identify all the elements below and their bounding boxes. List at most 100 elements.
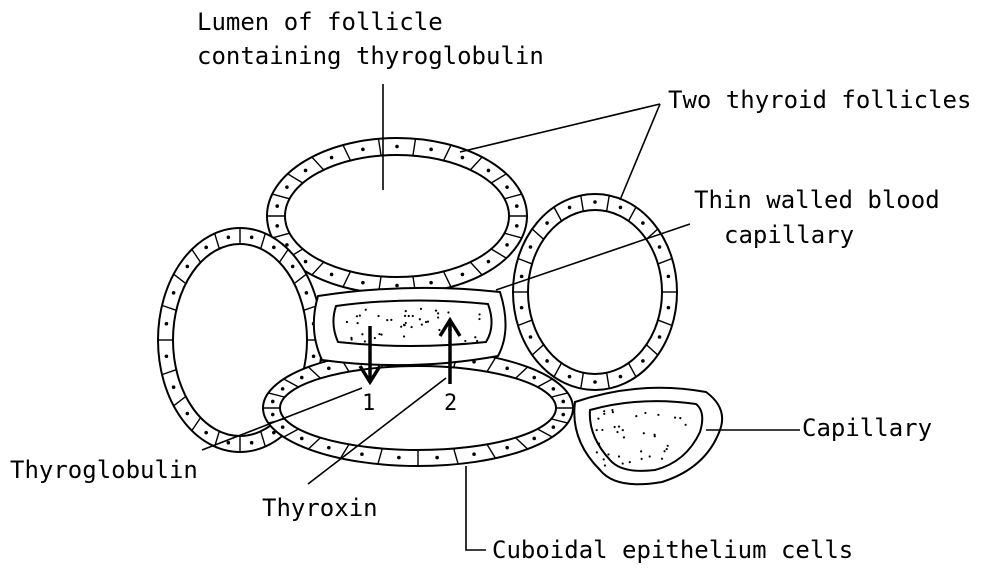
follicle-top	[267, 138, 527, 294]
blood-stipple	[405, 310, 407, 312]
blood-stipple	[359, 315, 361, 317]
cell-nucleus	[186, 412, 190, 416]
cell-nucleus	[561, 413, 565, 417]
cell-nucleus	[165, 354, 169, 358]
blood-stipple	[640, 450, 642, 452]
blood-stipple	[596, 451, 598, 453]
blood-stipple	[607, 453, 609, 455]
label-thin-capillary-line1: Thin walled blood	[694, 186, 940, 214]
leader-cuboidal	[466, 466, 486, 550]
cell-nucleus	[545, 359, 549, 363]
blood-stipple	[420, 308, 422, 310]
cell-nucleus	[515, 224, 519, 228]
label-thin-capillary-line2: capillary	[724, 221, 854, 249]
blood-stipple	[464, 340, 466, 342]
cell-nucleus	[529, 245, 533, 249]
blood-stipple	[437, 316, 439, 318]
cell-nucleus	[552, 387, 556, 391]
follicle-right	[513, 194, 677, 390]
cell-nucleus	[395, 145, 399, 149]
blood-stipple	[476, 340, 478, 342]
cell-nucleus	[532, 376, 536, 380]
labels: Lumen of follicle containing thyroglobul…	[10, 8, 971, 564]
cell-nucleus	[429, 281, 433, 285]
cell-nucleus	[487, 169, 491, 173]
cell-nucleus	[305, 291, 309, 295]
label-thyroxin: Thyroxin	[262, 494, 378, 522]
blood-stipple	[403, 335, 405, 337]
blood-stipple	[478, 318, 480, 320]
capillary-lower-right	[574, 388, 722, 485]
cell-nucleus	[281, 425, 285, 429]
blood-stipple	[412, 315, 414, 317]
cell-nucleus	[520, 306, 524, 310]
cell-nucleus	[304, 260, 308, 264]
blood-stipple	[437, 312, 439, 314]
thin-walled-capillary	[314, 288, 506, 365]
blood-stipple	[679, 417, 681, 419]
blood-stipple	[654, 435, 656, 437]
blood-stipple	[351, 338, 353, 340]
blood-stipple	[641, 458, 643, 460]
cell-nucleus	[204, 431, 208, 435]
blood-stipple	[346, 321, 348, 323]
cell-nucleus	[667, 275, 671, 279]
cell-nucleus	[227, 235, 231, 239]
cell-nucleus	[593, 200, 597, 204]
cell-nucleus	[275, 204, 279, 208]
blood-stipple	[435, 310, 437, 312]
cell-nucleus	[429, 148, 433, 152]
cell-nucleus	[272, 246, 276, 250]
cell-nucleus	[281, 387, 285, 391]
blood-stipple	[408, 315, 410, 317]
cell-nucleus	[561, 400, 565, 404]
blood-stipple	[365, 309, 367, 311]
blood-stipple	[478, 313, 480, 315]
cell-nucleus	[275, 224, 279, 228]
cell-nucleus	[250, 235, 254, 239]
cell-nucleus	[505, 446, 509, 450]
cell-nucleus	[658, 245, 662, 249]
label-arrow-1: 1	[362, 391, 375, 416]
cell-nucleus	[271, 413, 275, 417]
cell-nucleus	[285, 185, 289, 189]
label-capillary: Capillary	[802, 414, 932, 442]
blood-stipple	[411, 326, 413, 328]
cell-nucleus	[330, 156, 334, 160]
blood-stipple	[597, 418, 599, 420]
leader-two-follicles-a	[460, 104, 660, 152]
blood-stipple	[474, 336, 476, 338]
cell-nucleus	[271, 400, 275, 404]
label-lumen-line1: Lumen of follicle	[197, 8, 443, 36]
cell-nucleus	[204, 246, 208, 250]
blood-stipple	[612, 411, 614, 413]
cell-nucleus	[568, 375, 572, 379]
blood-stipple	[380, 333, 382, 335]
cell-nucleus	[515, 204, 519, 208]
leader-two-follicles-b	[620, 104, 660, 200]
blood-stipple	[622, 429, 624, 431]
cell-nucleus	[658, 335, 662, 339]
blood-stipple	[661, 458, 663, 460]
blood-stipple	[629, 461, 631, 463]
blood-stipple	[666, 448, 668, 450]
blood-stipple	[438, 329, 440, 331]
blood-stipple	[390, 319, 392, 321]
blood-stipple	[616, 431, 618, 433]
cell-nucleus	[461, 156, 465, 160]
blood-stipple	[405, 322, 407, 324]
blood-stipple	[598, 443, 600, 445]
blood-stipple	[361, 333, 363, 335]
cell-nucleus	[291, 265, 295, 269]
blood-stipple	[623, 436, 625, 438]
blood-stipple	[674, 417, 676, 419]
cell-nucleus	[505, 185, 509, 189]
cell-nucleus	[327, 446, 331, 450]
cell-nucleus	[186, 265, 190, 269]
cell-nucleus	[461, 273, 465, 277]
cell-nucleus	[520, 275, 524, 279]
blood-stipple	[356, 315, 358, 317]
blood-stipple	[663, 450, 665, 452]
cell-nucleus	[227, 441, 231, 445]
